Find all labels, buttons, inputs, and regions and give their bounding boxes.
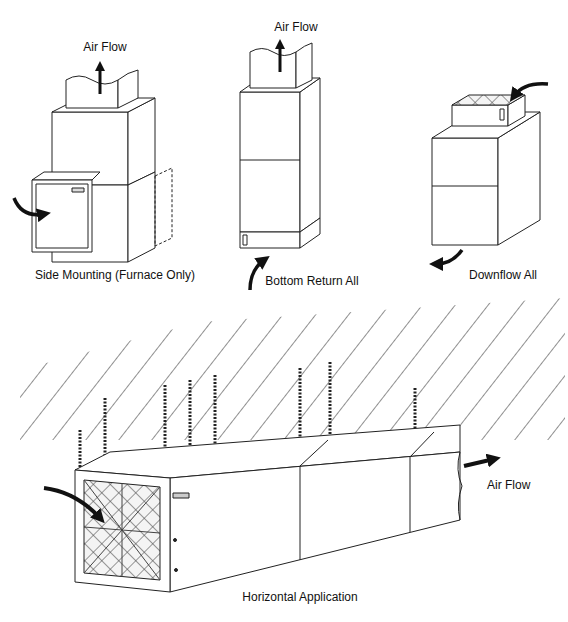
drawing-stroke (458, 452, 462, 520)
drawing-stroke (173, 493, 189, 498)
drawing-stroke (84, 480, 160, 580)
drawing-stroke (300, 466, 301, 560)
drawing-stroke (174, 539, 177, 542)
drawing-stroke (300, 440, 328, 466)
threaded-rod (164, 385, 167, 448)
drawing-stroke (452, 95, 525, 105)
threaded-rod (299, 368, 302, 437)
drawing-stroke (128, 98, 155, 185)
drawing-stroke (300, 218, 320, 248)
threaded-rod (79, 430, 82, 470)
drawing-stroke (75, 470, 170, 592)
threaded-rod (104, 398, 107, 455)
drawing-stroke (44, 488, 100, 518)
drawing-stroke (296, 43, 312, 88)
drawing-stroke (300, 78, 320, 232)
drawing-stroke (36, 184, 88, 248)
drawing-stroke (155, 168, 172, 246)
airflow-arrows (14, 44, 548, 518)
caption-label: Downflow All (469, 268, 537, 282)
drawing-stroke (175, 569, 178, 572)
drawing-stroke (99, 66, 102, 94)
drawing-stroke (20, 298, 565, 440)
caption-label: Horizontal Application (242, 590, 357, 604)
threaded-rod (414, 388, 417, 428)
bottom-return-unit (240, 43, 320, 248)
drawing-stroke (452, 105, 508, 126)
drawing-stroke (72, 188, 84, 192)
drawing-stroke (14, 198, 44, 215)
threaded-rod (329, 362, 332, 435)
drawing-stroke (436, 250, 462, 264)
airflow-label: Air Flow (83, 40, 126, 54)
drawing-stroke (514, 84, 548, 96)
drawing-stroke (240, 92, 300, 232)
drawing-stroke (84, 480, 160, 580)
drawing-stroke (240, 232, 300, 248)
drawing-stroke (128, 172, 155, 262)
caption-label: Bottom Return All (265, 274, 358, 288)
drawing-stroke (20, 43, 565, 592)
drawing-stroke (432, 186, 498, 187)
drawing-stroke (410, 432, 434, 457)
drawing-stroke (250, 260, 264, 290)
drawing-stroke (279, 44, 282, 72)
drawing-stroke (410, 457, 411, 532)
drawing-stroke (240, 160, 300, 161)
drawing-stroke (243, 235, 247, 245)
airflow-label: Air Flow (487, 478, 530, 492)
drawing-stroke (170, 452, 460, 592)
airflow-label: Air Flow (274, 20, 317, 34)
threaded-rod (189, 380, 192, 446)
drawing-stroke (118, 70, 138, 108)
threaded-rod (214, 375, 217, 444)
horizontal-application (20, 298, 565, 592)
side-mount-furnace (32, 70, 172, 262)
downflow-unit (432, 95, 540, 245)
caption-label: Side Mounting (Furnace Only) (35, 268, 195, 282)
drawing-stroke (32, 172, 100, 180)
drawing-stroke (66, 76, 118, 108)
drawing-stroke (500, 109, 504, 120)
drawing-stroke (84, 527, 160, 533)
drawing-stroke (250, 49, 296, 89)
drawing-stroke (464, 459, 494, 466)
drawing-stroke (432, 138, 498, 245)
